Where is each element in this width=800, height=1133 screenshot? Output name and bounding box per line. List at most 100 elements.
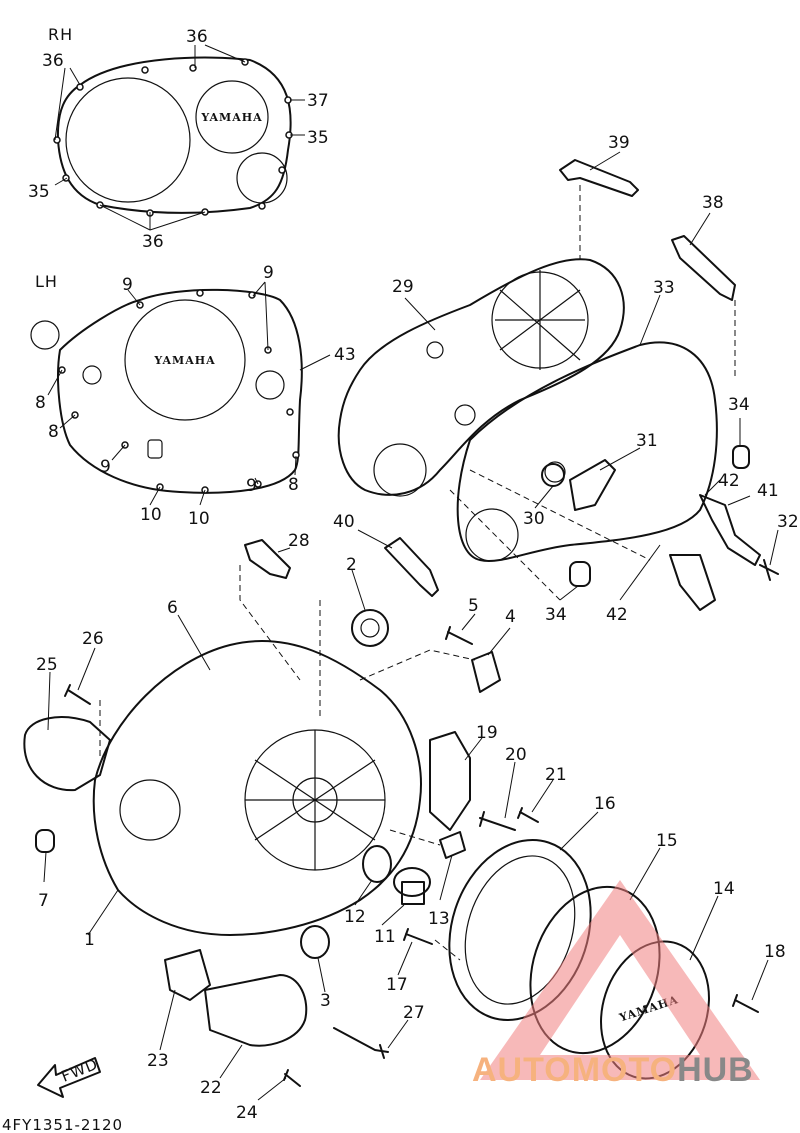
rh-cover-gasket: YAMAHA xyxy=(53,56,293,217)
watermark-triangle-icon xyxy=(480,880,760,1080)
callout: 34 xyxy=(545,605,567,625)
callout: 43 xyxy=(334,345,356,365)
dowel-pin-34-upper xyxy=(732,445,750,469)
callout: 23 xyxy=(147,1051,169,1071)
forward-direction-arrow: FWD xyxy=(37,1055,101,1098)
callout: 6 xyxy=(167,598,178,618)
lever-assembly-42 xyxy=(669,554,716,611)
clip-13 xyxy=(439,831,466,859)
callout: 19 xyxy=(476,723,498,743)
callout: 35 xyxy=(28,182,50,202)
callout: 8 xyxy=(288,475,299,495)
rh-gasket-bolt-holes xyxy=(53,58,293,217)
svg-text:AUTOMOTOHUB: AUTOMOTOHUB xyxy=(472,1051,754,1089)
bearing-2 xyxy=(351,609,389,647)
starter-motor-25 xyxy=(23,716,111,792)
assembly-guide-lines xyxy=(99,185,736,961)
callout: 29 xyxy=(392,277,414,297)
callout: 42 xyxy=(606,605,628,625)
callout: 13 xyxy=(428,909,450,929)
watermark: AUTOMOTOHUB xyxy=(472,880,760,1089)
callout: 8 xyxy=(35,393,46,413)
callout: 25 xyxy=(36,655,58,675)
rh-section-label: RH xyxy=(48,25,73,44)
o-ring-12 xyxy=(362,845,392,883)
callout: 15 xyxy=(656,831,678,851)
callout: 11 xyxy=(374,927,396,947)
bracket-28 xyxy=(244,539,291,579)
callout: 35 xyxy=(307,128,329,148)
callout: 4 xyxy=(505,607,516,627)
lh-gasket-bolt-holes xyxy=(58,289,300,494)
plate-19 xyxy=(429,731,471,831)
callout: 10 xyxy=(188,509,210,529)
callout: 27 xyxy=(403,1003,425,1023)
bracket-39 xyxy=(559,159,639,197)
starter-bracket-23 xyxy=(164,949,211,1001)
callout: 16 xyxy=(594,794,616,814)
callout: 10 xyxy=(140,505,162,525)
callout: 32 xyxy=(777,512,799,532)
callout: 9 xyxy=(263,263,274,283)
bracket-40 xyxy=(384,537,439,597)
callout: 41 xyxy=(757,481,779,501)
bolt-32 xyxy=(759,559,779,581)
callout: 34 xyxy=(728,395,750,415)
callout: 7 xyxy=(38,891,49,911)
callout: 40 xyxy=(333,512,355,532)
collar-3 xyxy=(300,925,330,959)
callout: 1 xyxy=(84,930,95,950)
gasket-31 xyxy=(569,459,616,511)
callout: 30 xyxy=(523,509,545,529)
callout: 12 xyxy=(344,907,366,927)
shift-lever-41 xyxy=(699,494,761,566)
dowel-7 xyxy=(35,829,55,853)
watermark-text-b: HUB xyxy=(677,1051,754,1089)
bolt-20 xyxy=(479,811,516,831)
leader-lines xyxy=(43,44,779,1101)
callout: 36 xyxy=(186,27,208,47)
callout: 28 xyxy=(288,531,310,551)
drawing-code: 4FY1351-2120 xyxy=(2,1116,123,1133)
screw-18 xyxy=(732,994,759,1013)
watermark-text-a: AUTOMOTO xyxy=(472,1051,677,1089)
callout: 17 xyxy=(386,975,408,995)
callout: 33 xyxy=(653,278,675,298)
callout: 9 xyxy=(122,275,133,295)
crankcase-cover-inner xyxy=(337,258,625,497)
callout: 37 xyxy=(307,91,329,111)
bolt-21 xyxy=(517,807,539,823)
callout: 9 xyxy=(246,476,257,496)
bolt-27 xyxy=(333,1027,389,1059)
callout: 39 xyxy=(608,133,630,153)
callout-labels: 36 36 37 35 35 36 9 9 43 8 8 9 8 9 10 10… xyxy=(28,27,799,1123)
crankcase-cover-main xyxy=(92,640,422,936)
callout: 31 xyxy=(636,431,658,451)
lh-cover-gasket: YAMAHA xyxy=(30,288,303,494)
callout: 26 xyxy=(82,629,104,649)
lh-section-label: LH xyxy=(35,272,58,291)
callout: 8 xyxy=(48,422,59,442)
callout: 3 xyxy=(320,991,331,1011)
bolt-17 xyxy=(403,928,433,945)
callout: 36 xyxy=(42,51,64,71)
callout: 36 xyxy=(142,232,164,252)
callout: 2 xyxy=(346,555,357,575)
bolt-24 xyxy=(283,1069,301,1087)
callout: 9 xyxy=(100,457,111,477)
callout: 42 xyxy=(718,471,740,491)
callout: 21 xyxy=(545,765,567,785)
rh-cover-brand: YAMAHA xyxy=(200,111,262,124)
callout: 14 xyxy=(713,879,735,899)
callout: 38 xyxy=(702,193,724,213)
plug-11 xyxy=(393,867,431,905)
callout: 24 xyxy=(236,1103,258,1123)
clamp-4 xyxy=(471,651,501,693)
bolt-26 xyxy=(64,684,91,705)
bolt-5 xyxy=(445,626,473,645)
dowel-pin-34-lower xyxy=(569,561,591,587)
lh-cover-brand: YAMAHA xyxy=(153,354,215,367)
callout: 18 xyxy=(764,942,786,962)
callout: 5 xyxy=(468,596,479,616)
